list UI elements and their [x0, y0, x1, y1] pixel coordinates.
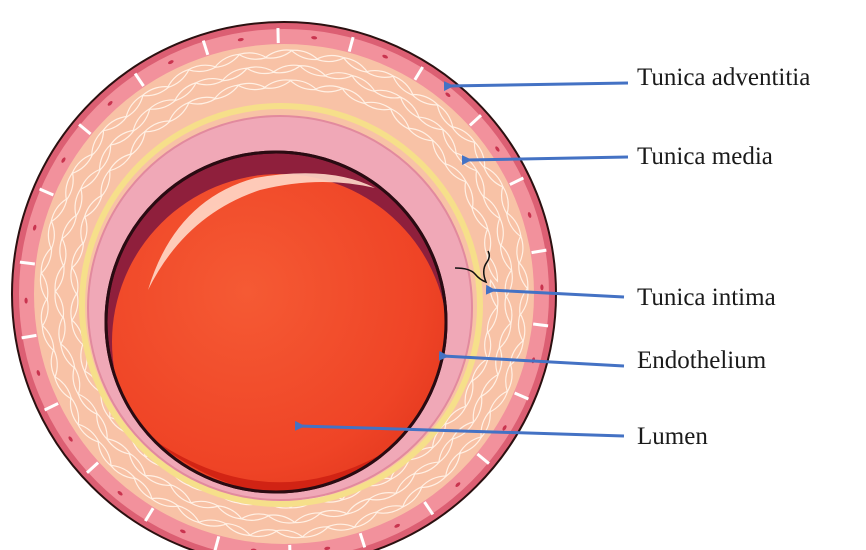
- label-endothelium: Endothelium: [637, 347, 767, 374]
- label-tunica-intima: Tunica intima: [637, 284, 776, 311]
- label-tunica-media: Tunica media: [637, 143, 773, 170]
- adventitia-divider: [20, 262, 35, 264]
- adventitia-divider: [533, 324, 548, 326]
- label-lumen: Lumen: [637, 423, 708, 450]
- arrow-icon: [448, 83, 628, 86]
- label-tunica-adventitia: Tunica adventitia: [637, 64, 810, 91]
